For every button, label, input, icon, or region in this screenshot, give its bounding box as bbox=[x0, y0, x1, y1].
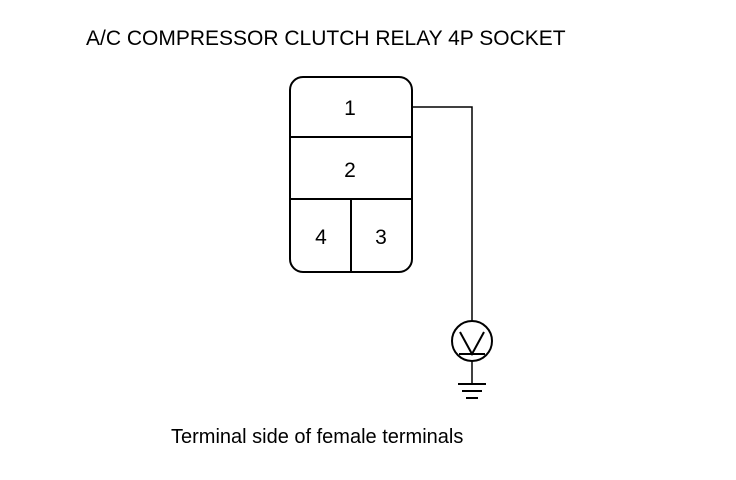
ground-icon bbox=[458, 383, 486, 399]
terminal-2-label: 2 bbox=[344, 159, 356, 182]
diagram-caption: Terminal side of female terminals bbox=[171, 426, 464, 448]
probe-wire bbox=[412, 106, 473, 321]
terminal-4-label: 4 bbox=[315, 226, 327, 249]
voltmeter-icon bbox=[451, 320, 493, 362]
diagram-title: A/C COMPRESSOR CLUTCH RELAY 4P SOCKET bbox=[86, 27, 566, 50]
terminal-3-label: 3 bbox=[375, 226, 387, 249]
relay-socket-connector bbox=[289, 76, 413, 273]
terminal-1-label: 1 bbox=[344, 97, 356, 120]
